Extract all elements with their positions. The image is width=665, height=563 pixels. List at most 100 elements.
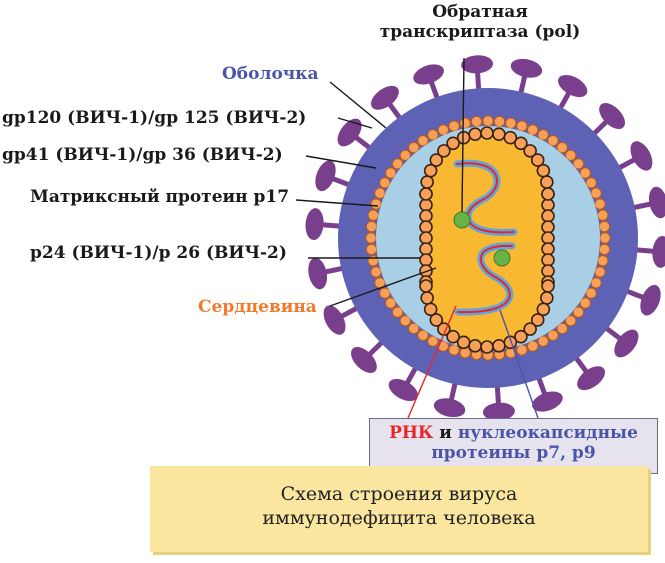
capsid-bead xyxy=(419,187,433,201)
capsid-bead xyxy=(429,153,444,167)
capsid-bead xyxy=(419,220,433,234)
matrix-bead xyxy=(385,167,397,179)
matrix-bead xyxy=(427,335,439,347)
pointer-lines xyxy=(295,57,465,307)
capsid-bead xyxy=(541,209,555,223)
capsid-bead xyxy=(541,279,555,293)
matrix-bead xyxy=(537,335,549,347)
capsid-bead xyxy=(540,175,554,189)
pointer-gp120 xyxy=(337,117,373,129)
capsid-protein-beads xyxy=(419,126,555,354)
label-reverse-transcriptase: Обратная транскриптаза (pol) xyxy=(379,2,581,42)
spike-head xyxy=(337,118,362,147)
pointer-nucleocapsid xyxy=(499,309,539,419)
label-p24: р24 (ВИЧ-1)/р 26 (ВИЧ-2) xyxy=(30,243,287,263)
label-gp120: gp120 (ВИЧ-1)/gp 125 (ВИЧ-2) xyxy=(2,108,307,128)
label-and: и xyxy=(433,423,458,443)
capsid-bead xyxy=(420,175,434,189)
pointer-gp41 xyxy=(305,155,377,169)
spike-head xyxy=(350,346,377,374)
matrix-bead xyxy=(547,329,559,341)
spike-head xyxy=(323,305,346,335)
diagram-caption: Схема строения вируса иммунодефицита чел… xyxy=(262,483,536,529)
matrix-bead xyxy=(448,344,460,356)
capsid-bead xyxy=(446,136,460,151)
pointer-core xyxy=(329,267,437,307)
capsid-bead xyxy=(530,313,545,327)
reverse-transcriptase-enzyme-2 xyxy=(493,249,511,267)
matrix-bead xyxy=(379,287,391,299)
matrix-bead xyxy=(547,135,559,147)
spike-head xyxy=(577,366,606,391)
caption-box: Схема строения вируса иммунодефицита чел… xyxy=(150,466,648,552)
matrix-bead xyxy=(367,209,379,221)
matrix-bead xyxy=(597,209,609,221)
capsid-bead xyxy=(419,198,433,212)
capsid-bead xyxy=(480,340,494,354)
matrix-bead xyxy=(527,340,539,352)
matrix-bead xyxy=(459,347,471,359)
matrix-bead xyxy=(516,344,528,356)
matrix-bead xyxy=(385,297,397,309)
spike-head xyxy=(370,85,399,110)
label-rna: РНК xyxy=(389,423,434,443)
spike-head xyxy=(308,257,328,290)
matrix-bead xyxy=(565,315,577,327)
matrix-bead xyxy=(594,266,606,278)
capsid-bead xyxy=(456,335,471,350)
capsid-bead xyxy=(446,329,460,344)
spike-head xyxy=(461,55,494,74)
spike-head xyxy=(630,141,653,171)
spike-head xyxy=(433,398,466,418)
matrix-bead xyxy=(594,198,606,210)
matrix-bead xyxy=(408,322,420,335)
matrix-bead xyxy=(379,177,391,189)
capsid-bead xyxy=(429,313,444,327)
matrix-bead xyxy=(370,198,382,210)
spike-head xyxy=(315,160,336,192)
capsid-bead xyxy=(492,127,506,141)
rna-strand-top xyxy=(456,162,515,234)
capsid-bead xyxy=(437,144,451,158)
label-nucleocapsid: нуклеокапсидные xyxy=(457,423,638,443)
matrix-bead xyxy=(417,329,429,341)
matrix-bead xyxy=(437,340,449,352)
matrix-bead xyxy=(572,306,585,318)
rna-strand-bottom xyxy=(457,244,513,314)
matrix-bead xyxy=(365,243,378,256)
capsid-bead xyxy=(523,322,537,336)
spike-head xyxy=(388,378,418,402)
matrix-bead xyxy=(391,306,404,318)
capsid-bead xyxy=(541,198,555,212)
matrix-bead xyxy=(367,255,379,267)
pointer-envelope xyxy=(329,81,387,129)
matrix-bead xyxy=(556,141,568,154)
matrix-bead xyxy=(408,141,420,154)
spike-head xyxy=(558,74,588,98)
matrix-bead xyxy=(585,287,597,299)
matrix-bead xyxy=(590,277,602,289)
matrix-bead xyxy=(391,158,404,170)
capsid-bead xyxy=(523,144,537,158)
capsid-bead xyxy=(468,339,482,353)
capsid-bead xyxy=(420,291,434,305)
matrix-protein-ring xyxy=(365,115,611,361)
matrix-bead xyxy=(365,220,378,233)
spike-head xyxy=(640,284,661,316)
matrix-bead xyxy=(579,167,591,179)
capsid-bead xyxy=(540,291,554,305)
spike-head xyxy=(599,102,626,130)
matrix-bead xyxy=(482,115,494,127)
matrix-bead xyxy=(493,115,506,128)
matrix-bead xyxy=(427,129,439,141)
rna-nucleocapsid-label: РНК и нуклеокапсидные протеины р7, р9 xyxy=(370,423,657,463)
capsid-bead xyxy=(419,209,433,223)
matrix-bead xyxy=(598,220,611,233)
pointer-reverse-transcriptase xyxy=(461,57,465,213)
matrix-bead xyxy=(399,315,411,327)
matrix-bead xyxy=(537,129,549,141)
matrix-bead xyxy=(505,117,517,129)
matrix-bead xyxy=(585,177,597,189)
capsid-bead xyxy=(541,242,555,256)
reverse-transcriptase-enzyme xyxy=(453,211,471,229)
